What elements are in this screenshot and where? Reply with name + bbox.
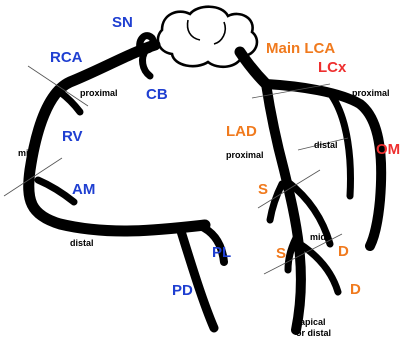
lad-distal-label: or distal — [296, 328, 331, 338]
label-sn: SN — [112, 14, 133, 31]
label-lad: LAD — [226, 123, 257, 140]
lad-mid-label: mid — [310, 232, 326, 242]
rca-proximal-label: proximal — [80, 88, 118, 98]
label-cb: CB — [146, 86, 168, 103]
label-pd: PD — [172, 282, 193, 299]
label-rca: RCA — [50, 49, 83, 66]
label-rv: RV — [62, 128, 83, 145]
lca-labels: Main LCA LCx LAD OM S S D D — [226, 40, 400, 298]
label-lcx: LCx — [318, 59, 347, 76]
label-om: OM — [376, 141, 400, 158]
lcx-distal-label: distal — [314, 140, 338, 150]
label-diagonal-2: D — [350, 281, 361, 298]
rca-distal-label: distal — [70, 238, 94, 248]
lcx-proximal-label: proximal — [352, 88, 390, 98]
label-am: AM — [72, 181, 95, 198]
label-pl: PL — [212, 244, 231, 261]
label-diagonal-1: D — [338, 243, 349, 260]
label-main-lca: Main LCA — [266, 40, 335, 57]
lad-proximal-label: proximal — [226, 150, 264, 160]
label-septal-1: S — [258, 181, 268, 198]
lad-apical-label: apical — [300, 317, 326, 327]
label-septal-2: S — [276, 245, 286, 262]
rca-mid-label: mid — [18, 148, 34, 158]
